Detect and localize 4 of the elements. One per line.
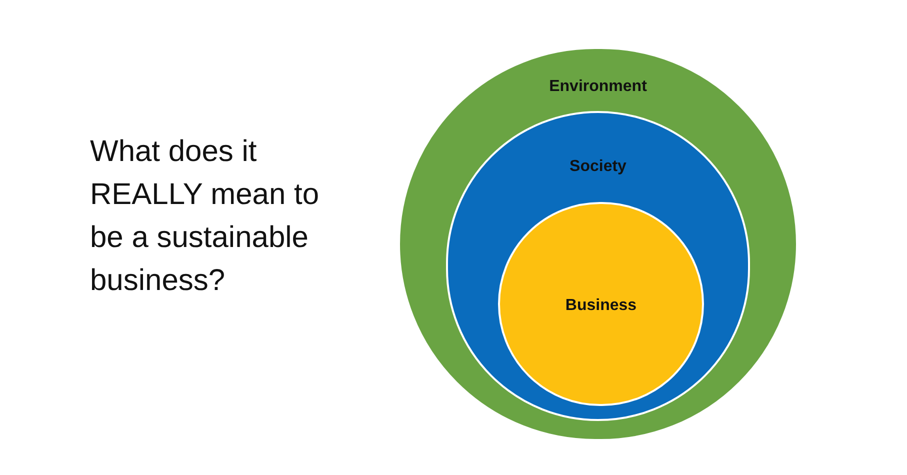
title: What does it REALLY mean to be a sustainable business? bbox=[90, 134, 320, 299]
circle-label: Society bbox=[570, 157, 626, 177]
circle-label: Business bbox=[565, 296, 637, 316]
circle-label: Environment bbox=[549, 77, 647, 97]
